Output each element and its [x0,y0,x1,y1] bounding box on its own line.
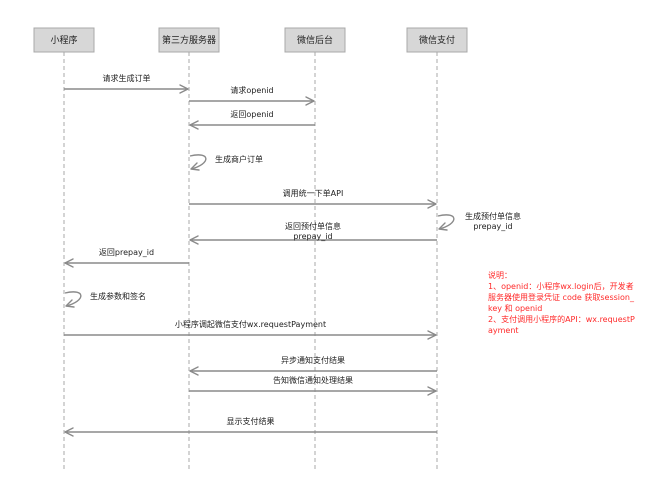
actor-pay: 微信支付 [406,27,468,53]
message-4: 生成商户订单 [189,154,263,171]
arrow-head [190,162,200,171]
message-8: 返回prepay_id [64,248,189,268]
actor-label: 微信后台 [297,34,333,46]
message-1: 请求生成订单 [64,73,189,94]
lifelines [63,52,438,472]
arrow-head [305,96,315,106]
message-label: 返回openid [230,110,273,119]
arrow-head [64,258,74,268]
message-line [437,214,455,230]
actor-label: 微信支付 [419,34,455,46]
message-5: 调用统一下单API [189,188,437,209]
message-11: 异步通知支付结果 [189,355,437,376]
arrow-head [438,222,448,231]
message-label: 异步通知支付结果 [281,355,345,365]
message-label: 请求openid [230,85,273,95]
arrow-head [64,427,74,437]
actor-box [158,27,220,53]
message-line [189,154,207,170]
message-13: 显示支付结果 [64,416,437,437]
message-label: 生成参数和签名 [90,291,146,301]
actor-mini: 小程序 [33,27,95,53]
arrow-head [189,235,199,245]
message-label: 返回prepay_id [99,248,154,257]
actor-wxbg: 微信后台 [284,27,346,53]
message-label: 告知微信通知处理结果 [273,375,353,385]
note-line-title: 说明： [488,271,512,280]
actor-label: 小程序 [50,34,77,46]
message-label: 请求生成订单 [103,73,151,83]
arrow-head [427,199,437,209]
message-label: 显示支付结果 [227,416,275,426]
message-2: 请求openid [189,85,315,106]
actor-box [284,27,346,53]
note-line-payment-api: 2、支付调用小程序的API：wx.requestPayment [488,315,635,335]
actor-label: 第三方服务器 [162,34,216,46]
arrow-head [65,299,75,308]
actor-box [406,27,468,53]
actor-box [33,27,95,53]
message-3: 返回openid [189,110,315,130]
message-12: 告知微信通知处理结果 [189,375,437,396]
message-9: 生成参数和签名 [64,291,146,308]
actors: 小程序 第三方服务器 微信后台 微信支付 [33,27,468,53]
arrow-head [427,330,437,340]
message-label: 调用统一下单API [283,188,344,198]
message-label: 生成商户订单 [215,154,263,164]
arrow-head [189,120,199,130]
message-10: 小程序调起微信支付wx.requestPayment [64,319,437,340]
explanation-note: 说明： 1、openid：小程序wx.login后，开发者服务器使用登录凭证 c… [488,270,638,336]
message-label: 小程序调起微信支付wx.requestPayment [175,319,326,329]
note-line-openid: 1、openid：小程序wx.login后，开发者服务器使用登录凭证 code … [488,282,634,313]
message-line [64,291,82,307]
arrow-head [427,386,437,396]
arrow-head [179,84,189,94]
arrow-head [189,366,199,376]
actor-server: 第三方服务器 [158,27,220,53]
